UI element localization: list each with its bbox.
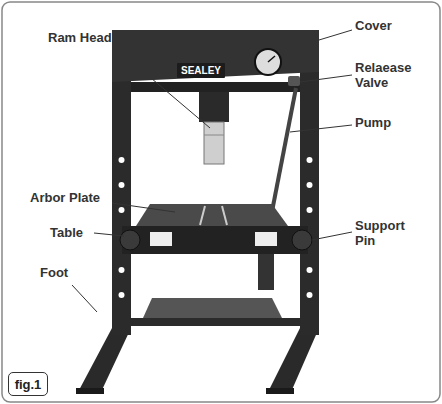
arbor-plate	[136, 204, 288, 226]
node-text: SEALEY	[181, 65, 221, 76]
foot-end	[76, 388, 104, 394]
node-text: fig.1	[15, 377, 42, 392]
right-upright	[300, 30, 319, 335]
part-label: Ram Head	[48, 30, 128, 45]
part-label: Relaease Valve	[355, 60, 417, 90]
lower-tray	[143, 298, 282, 318]
pressure-gauge	[255, 49, 281, 75]
leader-lines	[72, 30, 352, 312]
part-label: Table	[50, 225, 100, 240]
part-label: Pump	[355, 115, 415, 130]
left-foot	[78, 328, 131, 392]
top-cover	[112, 30, 319, 82]
part-label: Foot	[40, 265, 90, 280]
cross-beam	[131, 82, 300, 92]
support-pin	[292, 230, 312, 250]
brand-badge: SEALEY	[177, 63, 225, 78]
right-foot	[268, 328, 319, 392]
foot-end	[266, 388, 294, 394]
release-valve	[288, 76, 300, 86]
ram-cylinder	[199, 92, 229, 122]
table-beam	[122, 226, 308, 254]
figure-tag: fig.1	[8, 372, 48, 396]
pin-holes	[119, 157, 313, 298]
ram-head	[204, 122, 224, 164]
arbor-slot	[200, 206, 205, 225]
gauge-needle	[268, 56, 275, 62]
arbor-slot	[222, 206, 227, 225]
part-label: Support Pin	[355, 218, 415, 248]
part-label: Cover	[355, 18, 415, 33]
lower-brace	[131, 318, 300, 326]
support-pin	[120, 230, 140, 250]
part-label: Arbor Plate	[30, 190, 120, 205]
warning-sticker	[150, 232, 172, 246]
ram-groove	[204, 135, 224, 136]
warning-sticker	[255, 232, 277, 246]
